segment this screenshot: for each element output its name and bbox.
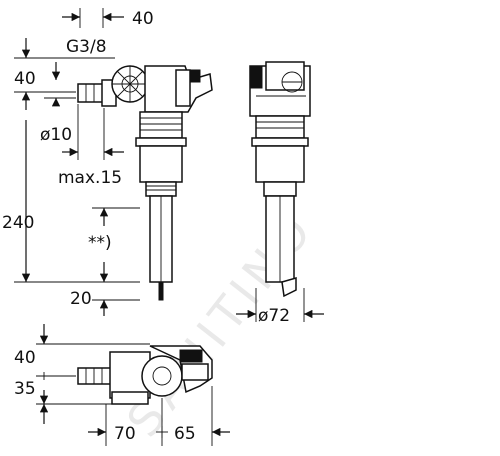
dim-top-offset: 40: [132, 9, 154, 29]
dim-thread: G3/8: [66, 37, 107, 57]
dim-plan-height: 40: [14, 348, 36, 368]
dim-total-height: 240: [2, 213, 34, 233]
plan-dimensions: 40 35 70 65: [14, 324, 230, 446]
dim-inlet-height: 40: [14, 69, 36, 89]
main-tube: [139, 145, 183, 183]
dim-bottom-offset: 20: [70, 289, 92, 309]
dim-body-diameter: ø72: [258, 306, 290, 326]
dim-max-length: max.15: [58, 168, 122, 188]
plan-view: [77, 345, 213, 405]
dim-plan-offset: 35: [14, 379, 36, 399]
dim-adjustable-note: **): [88, 233, 112, 253]
plan-inlet: [77, 367, 113, 385]
front-view: [77, 65, 213, 301]
front-dimensions: 40 G3/8 40 ø10 max.15 240 **) 20: [2, 8, 154, 316]
dim-inlet-diameter: ø10: [40, 125, 72, 145]
dim-plan-width-right: 65: [174, 424, 196, 444]
side-tube: [255, 145, 305, 183]
plan-float: [141, 355, 183, 397]
thread-section: [139, 111, 183, 139]
side-view: ø72: [236, 61, 324, 326]
dim-plan-width-left: 70: [114, 424, 136, 444]
